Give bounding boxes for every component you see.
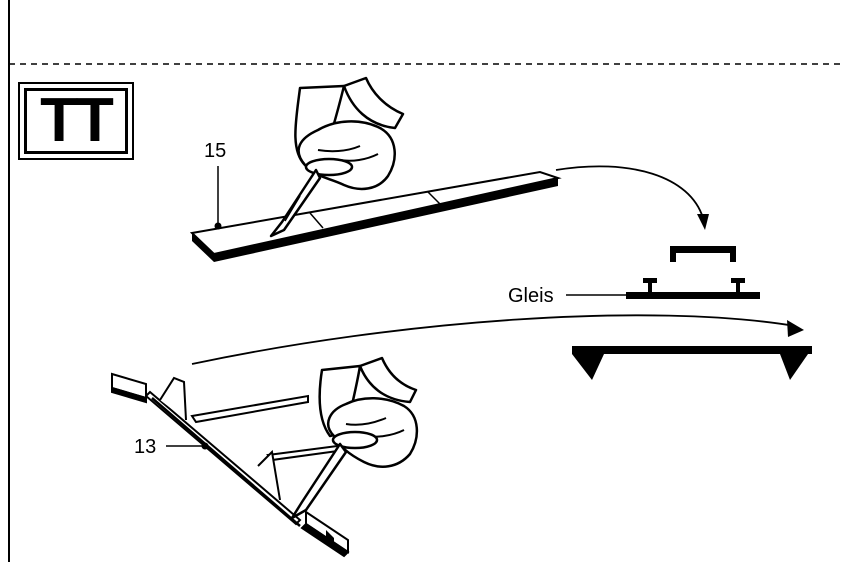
- frame-13: [111, 372, 350, 558]
- scale-badge: TT: [18, 82, 134, 160]
- label-part-13: 13: [134, 436, 157, 458]
- track-profile: [626, 278, 760, 299]
- rail-clip-profile: [670, 246, 736, 262]
- hand-with-knife-icon: [269, 76, 405, 238]
- strip-15: [189, 170, 562, 262]
- long-curved-arrow-icon: [191, 314, 804, 365]
- label-track: Gleis: [508, 285, 554, 307]
- leader-13-dot: [201, 442, 209, 450]
- label-part-15: 15: [204, 140, 227, 162]
- bridge-profile: [572, 346, 812, 380]
- leader-15-dot: [214, 222, 222, 230]
- scale-badge-text: TT: [24, 88, 128, 154]
- curved-arrow-icon: [555, 165, 709, 230]
- hand-with-knife-icon-lower: [290, 356, 418, 520]
